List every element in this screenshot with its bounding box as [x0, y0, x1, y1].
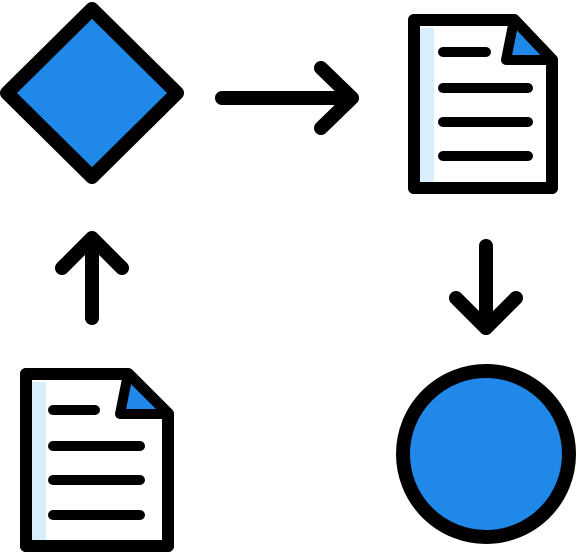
arrow-right-icon: [215, 61, 359, 135]
document-icon: [20, 368, 174, 552]
arrow-down-icon: [449, 239, 523, 335]
circle-node-icon: [396, 364, 576, 544]
arrow-up-icon: [55, 231, 129, 325]
decision-diamond-icon: [0, 2, 184, 184]
document-icon: [408, 14, 558, 194]
